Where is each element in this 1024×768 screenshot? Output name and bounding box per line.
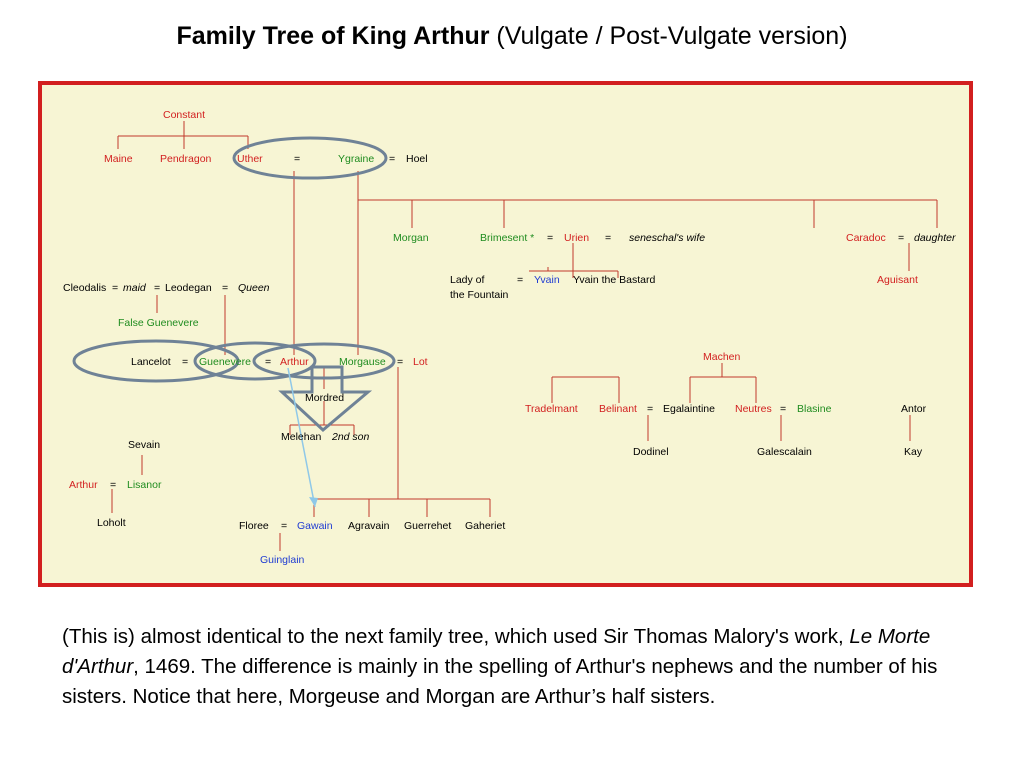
slide-title: Family Tree of King Arthur (Vulgate / Po… [0,22,1024,51]
marriage-sign: = [547,232,554,244]
title-subtitle: (Vulgate / Post-Vulgate version) [489,22,848,50]
person-second-son: 2nd son [332,431,370,443]
person-guenevere: Guenevere [199,356,251,368]
line-children-drops [411,200,938,228]
highlight-oval-uther-ygraine [232,136,388,180]
person-mordred: Mordred [305,392,345,404]
person-melehan: Melehan [281,431,322,443]
marriage-sign: = [780,403,787,415]
marriage-sign: = [182,356,189,368]
highlight-oval-lancelot-guenevere [72,339,240,383]
person-kay: Kay [904,446,923,458]
person-constant: Constant [163,109,206,121]
person-hoel: Hoel [406,153,428,165]
person-agravain: Agravain [348,520,390,532]
person-yvain-the-bastard: Yvain the Bastard [573,274,656,286]
person-yvain: Yvain [534,274,560,286]
person-galescalain: Galescalain [757,446,812,458]
person-antor: Antor [901,403,927,415]
caption-part2: , 1469. The difference is mainly in the … [62,655,938,708]
line-ygraine-children [357,171,937,355]
marriage-sign: = [605,232,612,244]
person-arthur: Arthur [280,356,309,368]
person-brimesent: Brimesent * [480,232,535,244]
marriage-sign: = [154,282,161,294]
person-egalaintine: Egalaintine [663,403,715,415]
person-machen: Machen [703,351,741,363]
person-guinglain: Guinglain [260,554,305,566]
caption-book-title: Le Morte d'Arthur [62,625,931,678]
person-tradelmant: Tradelmant [525,403,578,415]
person-lancelot: Lancelot [131,356,171,368]
highlight-oval-guenevere-arthur [193,341,317,381]
line-constant-children [117,121,249,149]
marriage-sign: = [397,356,404,368]
highlight-arrow [278,365,373,433]
marriage-sign: = [110,479,117,491]
line-machen-children [689,363,757,403]
marriage-sign: = [112,282,119,294]
marriage-sign: = [294,153,301,165]
person-morgause: Morgause [339,356,386,368]
family-tree-diagram: Constant Maine Pendragon Uther = Ygraine… [38,81,973,587]
person-neutres: Neutres [735,403,772,415]
person-lady-of-the-fountain-line1: Lady of [450,274,485,286]
title-bold: Family Tree of King Arthur [176,22,490,50]
person-blasine: Blasine [797,403,832,415]
line-urien-yvain [529,243,619,278]
person-leodegan: Leodegan [165,282,212,294]
person-morgan: Morgan [393,232,429,244]
person-caradoc: Caradoc [846,232,886,244]
highlight-oval-arthur-morgause [252,342,396,380]
person-aguisant: Aguisant [877,274,918,286]
marriage-sign: = [222,282,229,294]
person-arthur-second: Arthur [69,479,98,491]
person-pendragon: Pendragon [160,153,212,165]
marriage-sign: = [389,153,396,165]
person-gawain: Gawain [297,520,333,532]
person-cleodalis: Cleodalis [63,282,107,294]
marriage-sign: = [898,232,905,244]
line-belinant-tradelmant [551,376,620,403]
person-daughter: daughter [914,232,956,244]
person-queen: Queen [238,282,270,294]
person-guerrehet: Guerrehet [404,520,452,532]
caption-text: (This is) almost identical to the next f… [62,622,982,712]
marriage-sign: = [265,356,272,368]
person-maid: maid [123,282,146,294]
marriage-sign: = [517,274,524,286]
person-lot: Lot [413,356,428,368]
pointer-arrowhead [309,497,318,507]
person-uther: Uther [237,153,263,165]
marriage-sign: = [281,520,288,532]
person-ygraine: Ygraine [338,153,375,165]
marriage-sign: = [647,403,654,415]
line-lot-children [313,367,491,517]
person-gaheriet: Gaheriet [465,520,506,532]
pointer-line [287,367,316,508]
person-belinant: Belinant [599,403,637,415]
caption-part1: (This is) almost identical to the next f… [62,625,850,648]
person-lisanor: Lisanor [127,479,162,491]
person-dodinel: Dodinel [633,446,669,458]
person-maine: Maine [104,153,133,165]
person-loholt: Loholt [97,517,126,529]
person-false-guenevere: False Guenevere [118,317,199,329]
tree-lines [72,121,938,551]
person-lady-of-the-fountain-line2: the Fountain [450,289,509,301]
person-floree: Floree [239,520,269,532]
person-seneschals-wife: seneschal's wife [629,232,706,244]
person-urien: Urien [564,232,590,244]
person-sevain: Sevain [128,439,161,451]
